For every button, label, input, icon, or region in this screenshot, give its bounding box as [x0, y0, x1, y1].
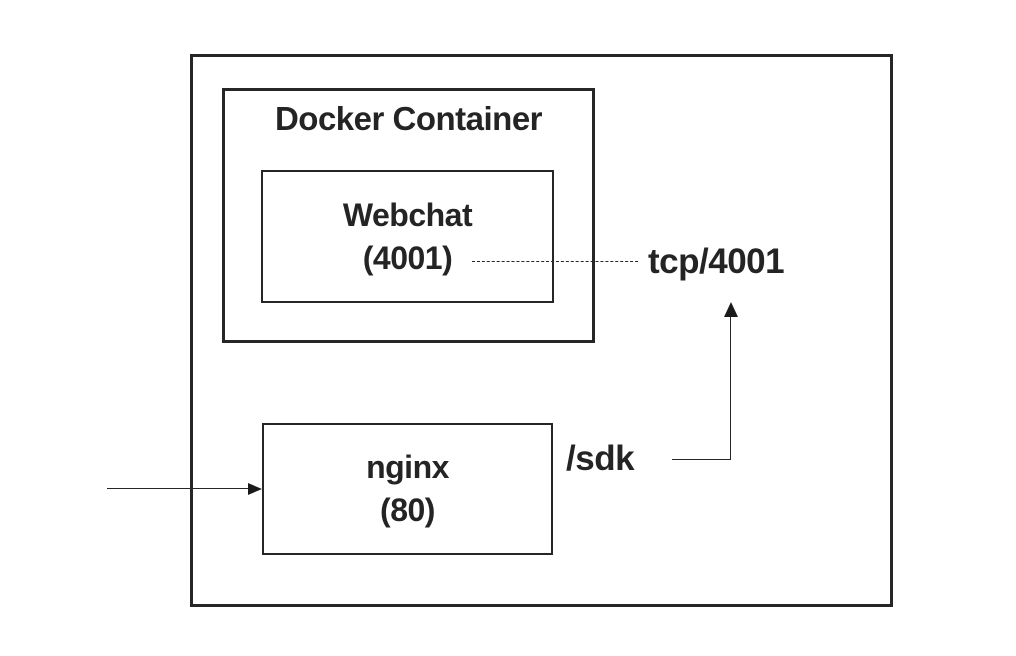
nginx-node-box: nginx (80) [262, 423, 553, 555]
sdk-path-label: /sdk [566, 439, 635, 478]
arrowhead-up-icon [724, 302, 738, 317]
webchat-node-box: Webchat (4001) [261, 170, 554, 303]
webchat-node-port: (4001) [362, 239, 453, 276]
nginx-node-name: nginx [366, 449, 449, 485]
webchat-node-name: Webchat [342, 196, 473, 233]
docker-container-box: Docker Container [222, 88, 595, 343]
sdk-elbow-vertical-line [730, 316, 731, 460]
external-to-nginx-arrow-line [107, 488, 248, 489]
sdk-elbow-horizontal-line [672, 459, 731, 460]
webchat-tcp-dashed-connector [472, 261, 638, 262]
nginx-node-port: (80) [380, 492, 435, 528]
tcp-4001-label: tcp/4001 [648, 242, 785, 281]
arrowhead-right-icon [248, 483, 262, 495]
docker-container-label: Docker Container [274, 100, 543, 137]
host-boundary-box [190, 54, 893, 607]
